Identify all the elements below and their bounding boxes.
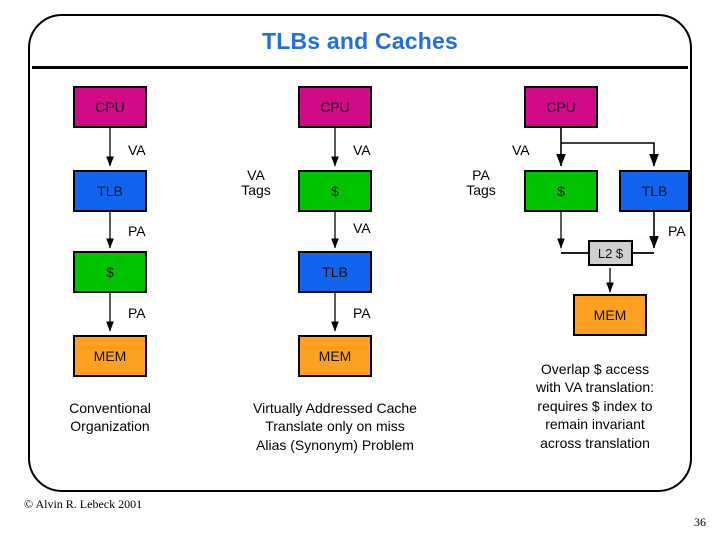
col3-tlb-label: TLB <box>641 183 668 199</box>
col1-tlb-box[interactable]: TLB <box>73 170 147 212</box>
col3-edge-label-pa: PA <box>668 223 686 239</box>
col2-mem-label: MEM <box>318 348 352 364</box>
col2-caption-line2: Translate only on miss <box>265 418 405 435</box>
col2-mem-box[interactable]: MEM <box>298 335 372 377</box>
col1-caption-line2: Organization <box>70 418 150 435</box>
col1-edge-label-pa-1: PA <box>128 223 146 239</box>
col2-cpu-box[interactable]: CPU <box>298 86 372 128</box>
col1-mem-box[interactable]: MEM <box>73 335 147 377</box>
col3-cpu-box[interactable]: CPU <box>524 86 598 128</box>
col3-mem-box[interactable]: MEM <box>573 294 647 336</box>
col3-tag-label-line2: Tags <box>466 182 496 199</box>
col2-edge-label-pa: PA <box>353 305 371 321</box>
col2-tag-label-line1: VA <box>247 167 265 183</box>
col1-edge-label-pa-2: PA <box>128 305 146 321</box>
col1-caption-line1: Conventional <box>69 400 151 416</box>
col2-edge-label-va-1: VA <box>353 142 371 158</box>
col2-caption-line1: Virtually Addressed Cache <box>253 400 417 416</box>
col3-caption-line3: requires $ index to <box>537 397 653 414</box>
col2-tag-label: VA Tags <box>233 167 279 199</box>
col1-caption: Conventional Organization <box>30 399 190 436</box>
col3-caption-line2: with VA translation: <box>535 379 655 396</box>
col3-edge-label-va: VA <box>512 142 530 158</box>
col3-mem-label: MEM <box>593 307 627 323</box>
col2-caption: Virtually Addressed Cache Translate only… <box>205 399 465 454</box>
col2-tlb-box[interactable]: TLB <box>298 251 372 293</box>
page-number: 36 <box>694 515 706 529</box>
col2-cpu-label: CPU <box>320 99 350 115</box>
col3-cache-box[interactable]: $ <box>524 170 598 212</box>
col3-tlb-box[interactable]: TLB <box>619 170 690 212</box>
col2-caption-line3: Alias (Synonym) Problem <box>256 436 414 453</box>
col3-caption: Overlap $ access with VA translation: re… <box>500 360 690 452</box>
title-divider <box>32 66 688 69</box>
col2-tlb-label: TLB <box>322 264 348 280</box>
col1-cpu-label: CPU <box>95 99 125 115</box>
col1-cpu-box[interactable]: CPU <box>73 86 147 128</box>
col3-tag-label: PA Tags <box>458 167 504 199</box>
col1-cache-box[interactable]: $ <box>73 251 147 293</box>
col2-edge-label-va-2: VA <box>353 220 371 236</box>
col3-cpu-label: CPU <box>546 99 576 115</box>
col3-cache-label: $ <box>557 183 565 199</box>
col1-cache-label: $ <box>106 264 114 280</box>
col3-caption-line4: remain invariant <box>545 416 645 433</box>
col2-cache-box[interactable]: $ <box>298 170 372 212</box>
col3-l2-box[interactable]: L2 $ <box>588 240 633 266</box>
col3-caption-line1: Overlap $ access <box>540 361 650 377</box>
col1-mem-label: MEM <box>93 348 127 364</box>
col3-caption-line5: across translation <box>540 434 650 451</box>
page-title: TLBs and Caches <box>262 28 458 54</box>
col3-tag-label-line1: PA <box>472 167 490 183</box>
copyright-notice: © Alvin R. Lebeck 2001 <box>24 497 143 511</box>
col1-tlb-label: TLB <box>97 183 123 199</box>
col3-l2-label: L2 $ <box>597 245 624 261</box>
col2-cache-label: $ <box>331 183 339 199</box>
col2-tag-label-line2: Tags <box>241 182 271 199</box>
col1-edge-label-va: VA <box>128 142 146 158</box>
